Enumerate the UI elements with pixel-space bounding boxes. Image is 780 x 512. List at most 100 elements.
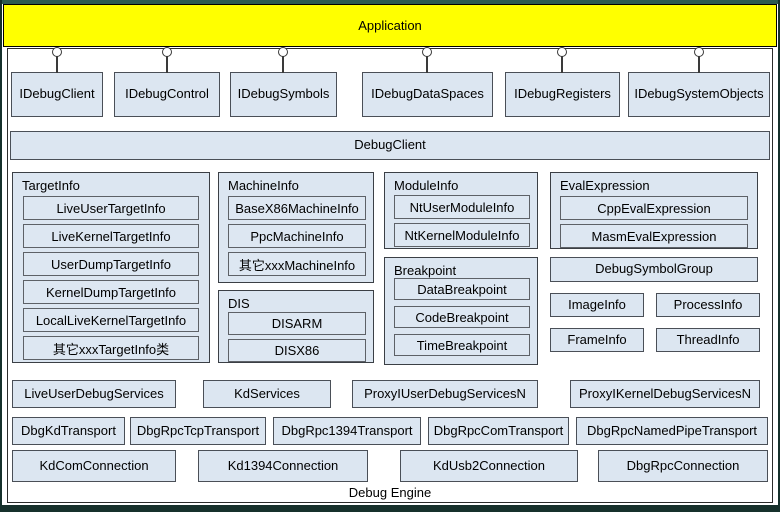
service-box-proxyiuserdebugservicesn: ProxyIUserDebugServicesN [352, 380, 538, 408]
interface-circle-icon [52, 47, 62, 57]
class-label: DISX86 [274, 343, 320, 358]
transport-box-dbgkdtransport: DbgKdTransport [12, 417, 125, 445]
class-label: KdComConnection [39, 457, 149, 473]
interface-circle-icon [162, 47, 172, 57]
class-box: CodeBreakpoint [394, 306, 530, 328]
class-label: ProxyIKernelDebugServicesN [579, 385, 751, 401]
debug-engine-label: Debug Engine [348, 485, 432, 500]
class-box: KernelDumpTargetInfo [23, 280, 199, 304]
class-label: DataBreakpoint [417, 281, 507, 297]
group-dis: DIS DISARM DISX86 [218, 290, 374, 363]
class-label: LiveKernelTargetInfo [51, 228, 171, 244]
service-box-proxyikerneldebugservicesn: ProxyIKernelDebugServicesN [570, 380, 760, 408]
connection-box-kdusb2connection: KdUsb2Connection [400, 450, 578, 482]
interface-circle-icon [278, 47, 288, 57]
interface-label: IDebugControl [125, 86, 209, 102]
group-title: TargetInfo [22, 178, 80, 193]
interface-circle-icon [557, 47, 567, 57]
group-title: MachineInfo [228, 178, 299, 193]
class-label: NtUserModuleInfo [409, 199, 515, 215]
class-label: KdUsb2Connection [432, 457, 546, 473]
class-box: LocalLiveKernelTargetInfo [23, 308, 199, 332]
interface-box-idebugsystemobjects: IDebugSystemObjects [628, 72, 770, 117]
group-title: ModuleInfo [394, 178, 459, 193]
class-label: DebugSymbolGroup [595, 261, 713, 277]
group-title: EvalExpression [560, 178, 650, 193]
service-box-kdservices: KdServices [203, 380, 331, 408]
class-label: CodeBreakpoint [415, 309, 509, 325]
interface-box-idebugsymbols: IDebugSymbols [230, 72, 337, 117]
class-label: CppEvalExpression [597, 200, 711, 216]
transport-box-dbgrpcnamedpipetransport: DbgRpcNamedPipeTransport [576, 417, 768, 445]
class-label: UserDumpTargetInfo [51, 256, 171, 272]
class-label: DbgRpcComTransport [433, 422, 564, 438]
class-box: DISARM [228, 312, 366, 335]
class-label: FrameInfo [567, 331, 627, 347]
application-label: Application [358, 18, 422, 33]
class-label: KernelDumpTargetInfo [45, 284, 177, 300]
interface-box-idebugdataspaces: IDebugDataSpaces [362, 72, 493, 117]
class-label: Kd1394Connection [227, 457, 339, 473]
class-box: CppEvalExpression [560, 196, 748, 220]
class-label: TimeBreakpoint [416, 337, 508, 353]
class-label: ThreadInfo [676, 331, 740, 347]
class-label: LiveUserTargetInfo [56, 200, 166, 216]
connector-line [698, 52, 700, 73]
class-box: PpcMachineInfo [228, 224, 366, 248]
class-box: LiveUserTargetInfo [23, 196, 199, 220]
class-label: DbgRpc1394Transport [281, 422, 413, 438]
class-label: DISARM [271, 316, 323, 331]
group-target-info: TargetInfo LiveUserTargetInfo LiveKernel… [12, 172, 210, 363]
class-label: NtKernelModuleInfo [404, 227, 520, 243]
connector-line [56, 52, 58, 73]
class-label: LiveUserDebugServices [24, 385, 164, 401]
group-title: Breakpoint [394, 263, 457, 278]
connection-box-dbgrpcconnection: DbgRpcConnection [598, 450, 768, 482]
class-label: ProcessInfo [673, 296, 743, 312]
group-machine-info: MachineInfo BaseX86MachineInfo PpcMachin… [218, 172, 374, 283]
class-box: DataBreakpoint [394, 278, 530, 300]
class-box: 其它xxxTargetInfo类 [23, 336, 199, 360]
class-box: 其它xxxMachineInfo [228, 252, 366, 276]
transport-box-dbgrpccomtransport: DbgRpcComTransport [428, 417, 569, 445]
class-label: DbgKdTransport [21, 422, 116, 438]
class-label: 其它xxxTargetInfo类 [52, 341, 170, 357]
interface-circle-icon [694, 47, 704, 57]
application-bar: Application [3, 4, 777, 47]
class-box: NtUserModuleInfo [394, 195, 530, 219]
transport-box-dbgrpc1394transport: DbgRpc1394Transport [273, 417, 421, 445]
processinfo-box: ProcessInfo [656, 293, 760, 317]
interface-label: IDebugSystemObjects [634, 86, 764, 102]
screenshot-top-edge [0, 0, 780, 4]
class-box: TimeBreakpoint [394, 334, 530, 356]
class-box: MasmEvalExpression [560, 224, 748, 248]
interface-label: IDebugDataSpaces [371, 86, 484, 102]
interface-label: IDebugRegisters [514, 86, 611, 102]
screenshot-right-edge [778, 0, 780, 512]
class-label: ImageInfo [568, 296, 626, 312]
class-label: DbgRpcConnection [626, 457, 740, 473]
threadinfo-box: ThreadInfo [656, 328, 760, 352]
debugclient-bar: DebugClient [10, 131, 770, 160]
connector-line [282, 52, 284, 73]
class-box: UserDumpTargetInfo [23, 252, 199, 276]
class-label: MasmEvalExpression [591, 228, 717, 244]
group-module-info: ModuleInfo NtUserModuleInfo NtKernelModu… [384, 172, 538, 249]
imageinfo-box: ImageInfo [550, 293, 644, 317]
frameinfo-box: FrameInfo [550, 328, 644, 352]
interface-box-idebugregisters: IDebugRegisters [505, 72, 620, 117]
interface-box-idebugcontrol: IDebugControl [114, 72, 220, 117]
connector-line [426, 52, 428, 73]
class-label: DbgRpcNamedPipeTransport [586, 422, 758, 438]
class-box: LiveKernelTargetInfo [23, 224, 199, 248]
class-label: KdServices [234, 385, 300, 401]
interface-label: IDebugSymbols [237, 86, 330, 102]
screenshot-bottom-edge [0, 505, 780, 512]
class-label: DbgRpcTcpTransport [136, 422, 260, 438]
group-eval-expression: EvalExpression CppEvalExpression MasmEva… [550, 172, 758, 249]
interface-label: IDebugClient [19, 86, 95, 102]
class-box: NtKernelModuleInfo [394, 223, 530, 247]
debug-engine-frame [7, 48, 773, 503]
interface-box-idebugclient: IDebugClient [11, 72, 103, 117]
